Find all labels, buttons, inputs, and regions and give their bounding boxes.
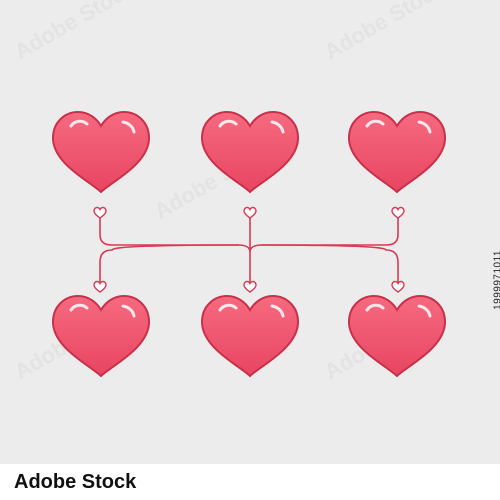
connector-top-left — [99, 212, 239, 246]
small-heart-icon — [243, 280, 257, 293]
connector-bottom-right — [261, 244, 399, 284]
small-heart-icon — [93, 280, 107, 293]
top-hearts-row — [52, 111, 446, 193]
bottom-hearts-row — [52, 295, 446, 377]
svg-text:Adobe Stock: Adobe Stock — [320, 0, 450, 64]
connector-lines — [99, 212, 399, 284]
connector-top-right — [261, 212, 399, 246]
heart-icon — [348, 295, 446, 377]
svg-text:Adobe Stock: Adobe Stock — [10, 0, 140, 64]
small-heart-icon — [391, 206, 405, 219]
stock-id: 1999971011 — [492, 250, 500, 310]
heart-icon — [201, 111, 299, 193]
small-heart-icon — [243, 206, 257, 219]
heart-icon — [52, 111, 150, 193]
small-heart-icon — [391, 280, 405, 293]
stock-logo: Adobe Stock — [14, 470, 137, 493]
connector-bottom-left — [99, 244, 239, 284]
heart-icon — [348, 111, 446, 193]
small-heart-icon — [93, 206, 107, 219]
heart-icon — [201, 295, 299, 377]
heart-icon — [52, 295, 150, 377]
stock-logo-bar: Adobe Stock — [0, 464, 500, 500]
